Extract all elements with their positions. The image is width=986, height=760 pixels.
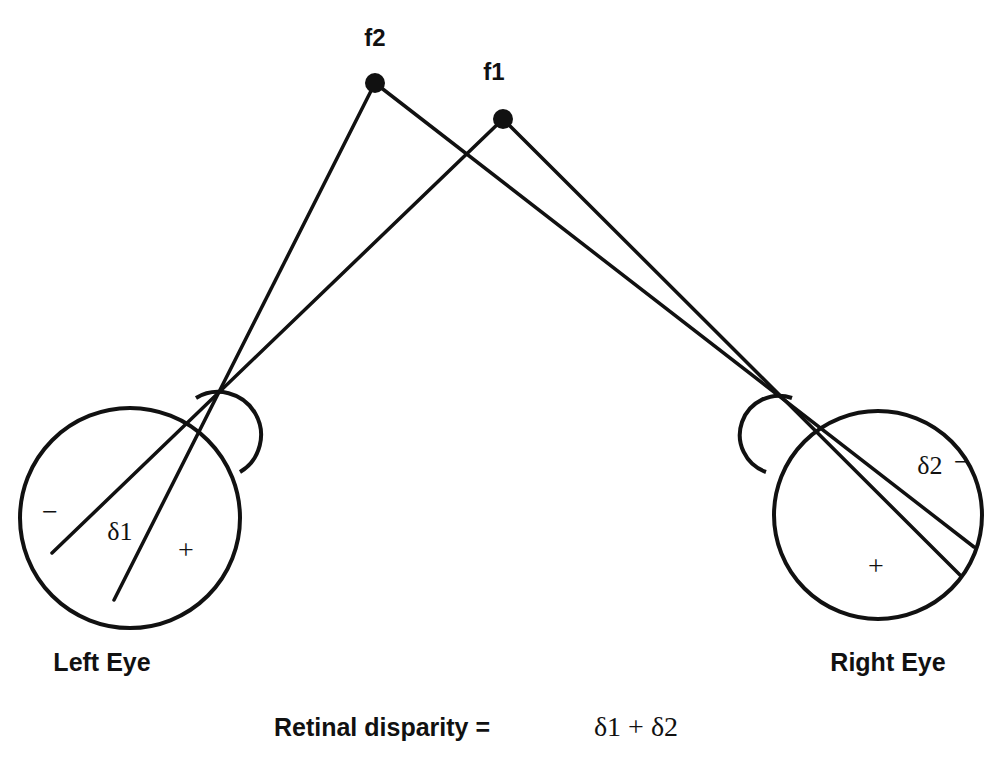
- angle-label: δ2: [917, 453, 942, 479]
- sign-label: +: [868, 552, 884, 580]
- ray-f2-left: [114, 83, 375, 600]
- ray-f2-right: [375, 83, 974, 547]
- formula-value: δ1 + δ2: [594, 713, 678, 741]
- angle-label: δ1: [107, 519, 132, 545]
- eye-name: Left Eye: [53, 650, 150, 675]
- fixation-point-f1: [493, 109, 513, 129]
- fixation-point-f2: [365, 73, 385, 93]
- ray-f1-right: [503, 119, 960, 575]
- sign-label: +: [178, 536, 194, 564]
- point-label: f1: [483, 60, 504, 84]
- formula-label: Retinal disparity =: [274, 715, 490, 740]
- ray-f1-left: [52, 119, 503, 553]
- point-label: f2: [364, 26, 385, 50]
- right-eyeball: [774, 411, 982, 619]
- sign-label: −: [954, 448, 970, 476]
- eye-name: Right Eye: [830, 650, 945, 675]
- sign-label: −: [42, 498, 58, 526]
- left-eyeball: [20, 408, 240, 628]
- right-cornea: [740, 396, 792, 472]
